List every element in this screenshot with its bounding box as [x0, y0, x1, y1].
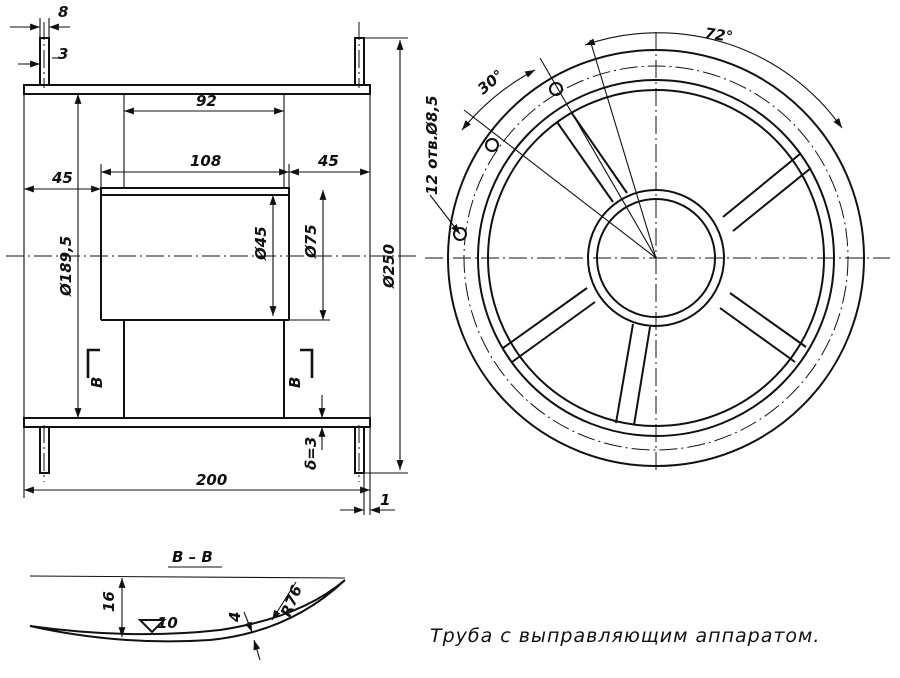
angle-72-label: 72° — [703, 24, 734, 46]
bolt-hole — [549, 82, 563, 96]
sec-dim-line-4 — [243, 611, 253, 633]
hub-outer-circle — [587, 189, 725, 327]
holes-leader — [429, 194, 461, 235]
dim-d45-label: Ø45 — [252, 226, 270, 261]
dim-1-label: 1 — [380, 491, 390, 509]
top-wall — [23, 84, 371, 95]
section-mark-left-label: В — [88, 377, 106, 388]
front-view: 72° 30° 12 отв.Ø8,5 — [423, 24, 890, 470]
hub-top-wall — [100, 187, 290, 196]
dim-d75-label: Ø75 — [302, 224, 320, 259]
bottom-wall — [23, 417, 371, 428]
dim-200-label: 200 — [196, 471, 227, 489]
angle-arc-72 — [584, 32, 843, 129]
dim-45-left-label: 45 — [51, 169, 73, 187]
bolt-axis-line — [539, 57, 657, 259]
bolt-axis-line — [589, 39, 657, 259]
guide-vanes — [502, 111, 812, 426]
dim-d189-label: Ø189,5 — [57, 236, 75, 297]
dim-3-label: 3 — [58, 45, 68, 63]
section-mark-right-label: В — [286, 377, 304, 388]
bolt-hole — [485, 138, 499, 152]
dim-108-label: 108 — [190, 152, 221, 170]
sec-dim-line-4 — [253, 639, 261, 661]
vane-profile — [29, 579, 346, 643]
bolt-axis-line — [463, 109, 657, 259]
sec-dim-4-label: 4 — [226, 612, 244, 623]
dim-delta-label: δ=3 — [302, 437, 320, 470]
sec-dim-16-label: 16 — [100, 591, 118, 612]
holes-note: 12 отв.Ø8,5 — [423, 95, 441, 195]
dim-45-right-label: 45 — [317, 152, 339, 170]
drawing-caption: Труба с выправляющим аппаратом. — [430, 625, 820, 647]
section-mark-right — [300, 348, 314, 378]
vane-section-view: В – В 16 10 4 R76 — [29, 548, 346, 661]
angle-30-label: 30° — [474, 66, 507, 98]
dim-d250-label: Ø250 — [380, 244, 398, 289]
dim-8-label: 8 — [58, 3, 68, 21]
dim-92-label: 92 — [196, 92, 217, 110]
sec-dim-r76-label: R76 — [277, 583, 306, 620]
hub-inner-circle — [596, 198, 716, 318]
angle-arc-30 — [461, 69, 536, 131]
sec-dim-10-label: 10 — [157, 614, 178, 632]
section-title: В – В — [172, 548, 213, 566]
longitudinal-section-view: 8 3 92 108 45 45 Ø45 Ø75 Ø189,5 Ø250 — [6, 3, 420, 515]
section-mark-left — [86, 348, 100, 378]
roughness-symbol — [137, 619, 167, 634]
section-chord-line — [29, 575, 346, 579]
guide-vane-section — [123, 319, 285, 419]
sec-dim-line-r76 — [271, 581, 297, 621]
bolt-hole — [453, 227, 467, 241]
